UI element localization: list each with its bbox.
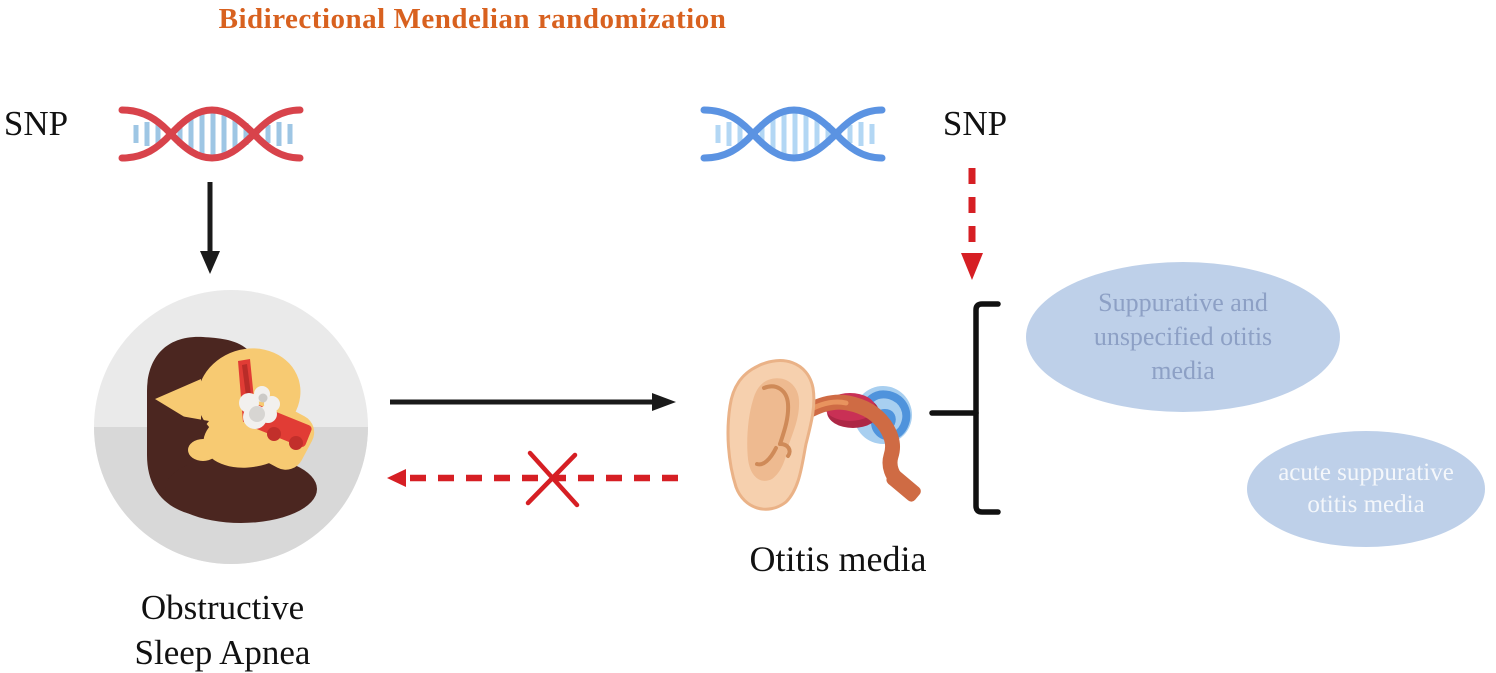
red-dashed-down-arrow [954, 163, 990, 288]
flower-icon [239, 386, 280, 429]
figure-title: Bidirectional Mendelian randomization [218, 3, 727, 35]
dna-helix-red-icon [116, 100, 306, 168]
sleeping-person-osa-icon [91, 287, 371, 567]
square-bracket-icon [928, 296, 1004, 520]
subtype-ellipse-suppurative-unspecified: Suppurative and unspecified otitis media [1026, 262, 1340, 412]
dna-helix-blue-icon [698, 100, 888, 168]
red-x-icon [525, 450, 580, 508]
exposure-label: Obstructive Sleep Apnea [134, 588, 311, 672]
ear-anatomy-icon [716, 352, 936, 522]
outcome-label: Otitis media [749, 539, 927, 579]
subtype-label: Suppurative and unspecified otitis media [1093, 288, 1273, 385]
red-dashed-left-arrow-crossed-out [385, 445, 685, 515]
subtype-ellipse-acute-suppurative: acute suppurative otitis media [1247, 431, 1485, 547]
solid-black-down-arrow [195, 178, 225, 278]
outcome-snp-label: SNP [942, 104, 1008, 143]
solid-black-right-arrow [385, 390, 685, 415]
subtype-label: acute suppurative otitis media [1278, 458, 1454, 519]
exposure-snp-label: SNP [3, 104, 69, 143]
